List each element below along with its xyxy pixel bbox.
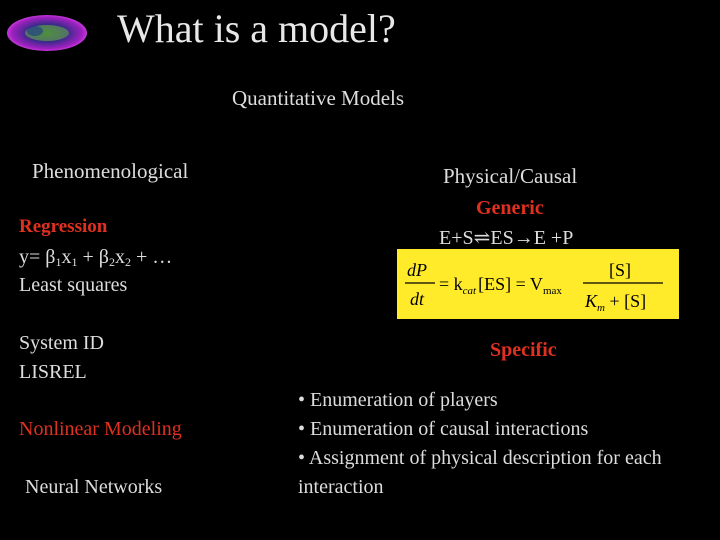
neural-networks-text: Neural Networks bbox=[25, 476, 163, 498]
s-numerator: [S] bbox=[609, 260, 631, 280]
reaction-equation: E+S⇌ES→E +P bbox=[439, 227, 574, 249]
system-id-text: System ID bbox=[19, 332, 104, 354]
generic-label: Generic bbox=[476, 197, 544, 219]
equation-middle: = kcat[ES] = Vmax bbox=[439, 274, 562, 297]
specific-bullet-list: • Enumeration of players • Enumeration o… bbox=[298, 386, 708, 502]
bullet-item: • Assignment of physical description for… bbox=[298, 447, 662, 498]
bullet-item: • Enumeration of causal interactions bbox=[298, 418, 589, 440]
michaelis-menten-equation-box: dP dt = kcat[ES] = Vmax [S] Km + [S] bbox=[397, 249, 679, 319]
dp-numerator: dP bbox=[407, 260, 427, 280]
km-denominator: Km + [S] bbox=[584, 291, 646, 314]
regression-label: Regression bbox=[19, 216, 108, 237]
physical-causal-heading: Physical/Causal bbox=[443, 164, 578, 188]
phenomenological-heading: Phenomenological bbox=[32, 159, 189, 183]
bullet-item: • Enumeration of players bbox=[298, 389, 498, 411]
slide-subtitle: Quantitative Models bbox=[232, 86, 405, 110]
lisrel-text: LISREL bbox=[19, 361, 87, 383]
specific-label: Specific bbox=[490, 339, 557, 361]
least-squares-text: Least squares bbox=[19, 274, 128, 296]
dt-denominator: dt bbox=[410, 289, 425, 309]
slide-title: What is a model? bbox=[117, 6, 396, 51]
cell-image-logo bbox=[5, 13, 90, 53]
regression-equation: y= β1x1 + β2x2 + … bbox=[19, 246, 173, 269]
nonlinear-modeling-text: Nonlinear Modeling bbox=[19, 418, 182, 440]
